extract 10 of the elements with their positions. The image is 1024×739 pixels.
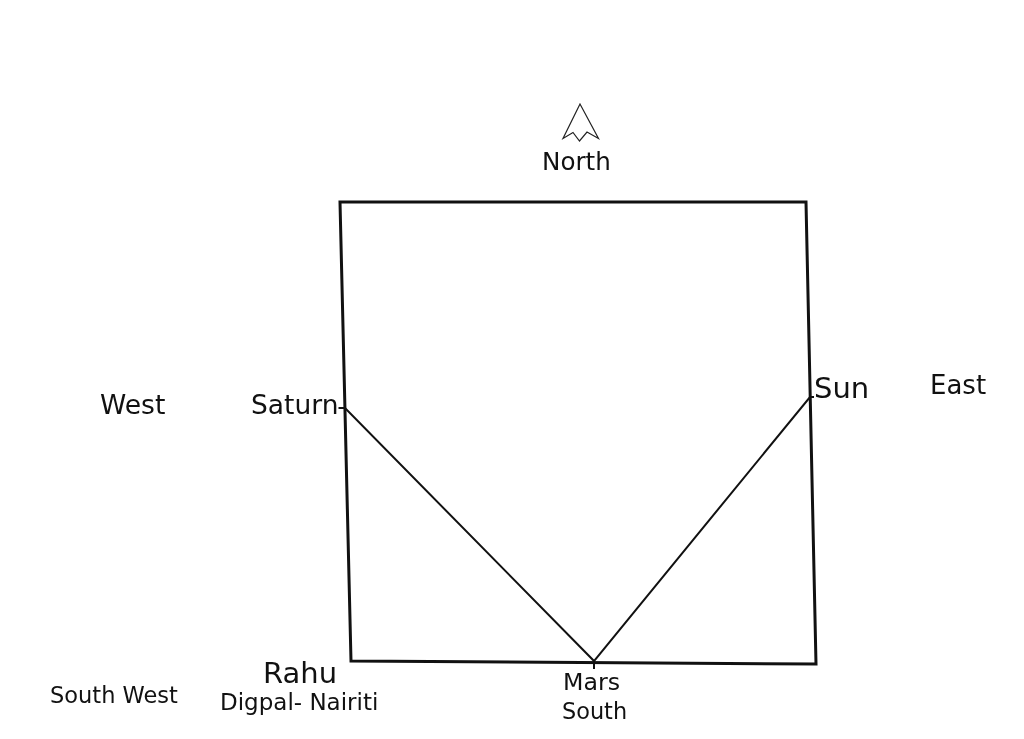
direction-label: South (562, 699, 628, 724)
direction-label: North (542, 148, 611, 176)
planet-label: Saturn (251, 390, 339, 420)
planet-label: Mars (563, 669, 621, 696)
guardian-label: Digpal- Nairiti (220, 690, 379, 716)
planet-label: Rahu (263, 658, 338, 690)
direction-label: West (100, 390, 166, 420)
direction-label: East (930, 371, 987, 400)
planet-label: Sun (814, 373, 870, 405)
direction-label: South West (50, 683, 178, 708)
